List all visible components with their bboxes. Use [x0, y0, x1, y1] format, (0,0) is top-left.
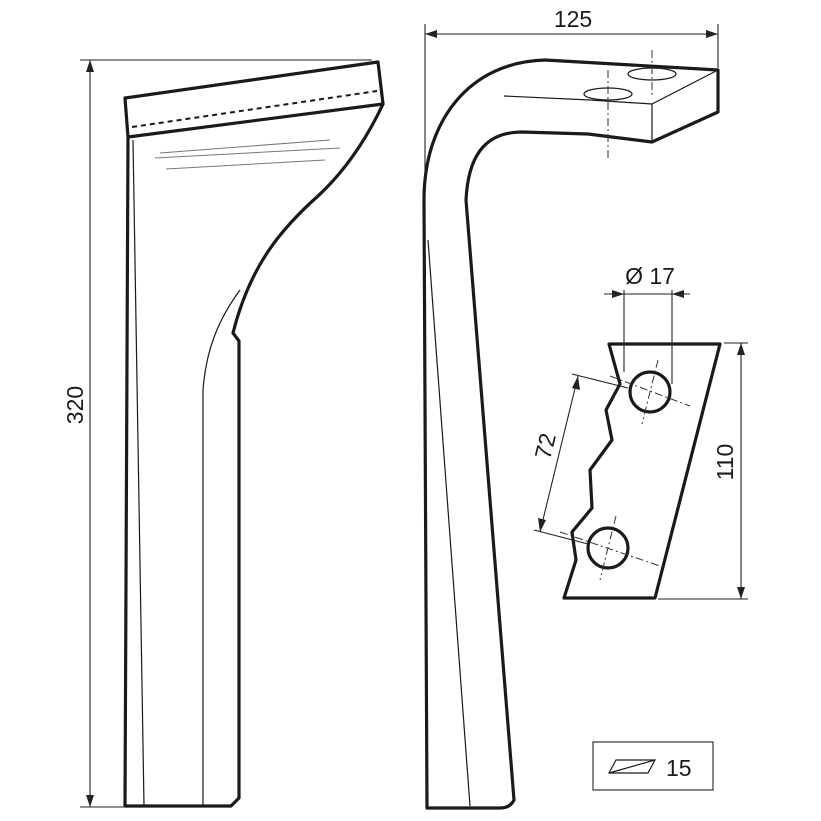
dimension-flange-height: 110	[658, 342, 748, 600]
dimension-height: 320	[62, 59, 372, 808]
thickness-legend: 15	[592, 741, 714, 791]
front-hatch-3	[165, 159, 326, 170]
front-hatch-1	[159, 139, 331, 154]
side-blade-outline	[422, 58, 720, 810]
side-flange-face	[503, 69, 719, 105]
flange-detail-outline	[562, 342, 722, 600]
front-top-bar	[123, 60, 385, 139]
front-hatch-2	[154, 147, 341, 159]
front-view	[123, 60, 385, 808]
thickness-legend-box	[592, 741, 714, 791]
dimension-hole-spacing-label: 72	[530, 431, 561, 462]
dimension-hole-diameter-label: Ø 17	[625, 263, 675, 289]
flange-detail	[559, 342, 722, 600]
thickness-label: 15	[666, 755, 692, 781]
side-view	[422, 50, 720, 810]
front-bevel-line	[132, 139, 145, 807]
dimension-width: 125	[424, 6, 719, 180]
front-blade-body	[123, 102, 385, 808]
front-edge-face	[202, 289, 241, 806]
dimension-height-label: 320	[62, 386, 88, 424]
dimension-width-label: 125	[554, 6, 592, 32]
dimension-hole-diameter: Ø 17	[604, 263, 690, 384]
dimension-flange-height-label: 110	[712, 444, 738, 481]
dimension-hole-spacing: 72	[530, 373, 629, 545]
flange-hole-lower	[586, 526, 630, 570]
flange-hole-upper	[628, 370, 672, 414]
side-twist-line	[427, 239, 471, 807]
